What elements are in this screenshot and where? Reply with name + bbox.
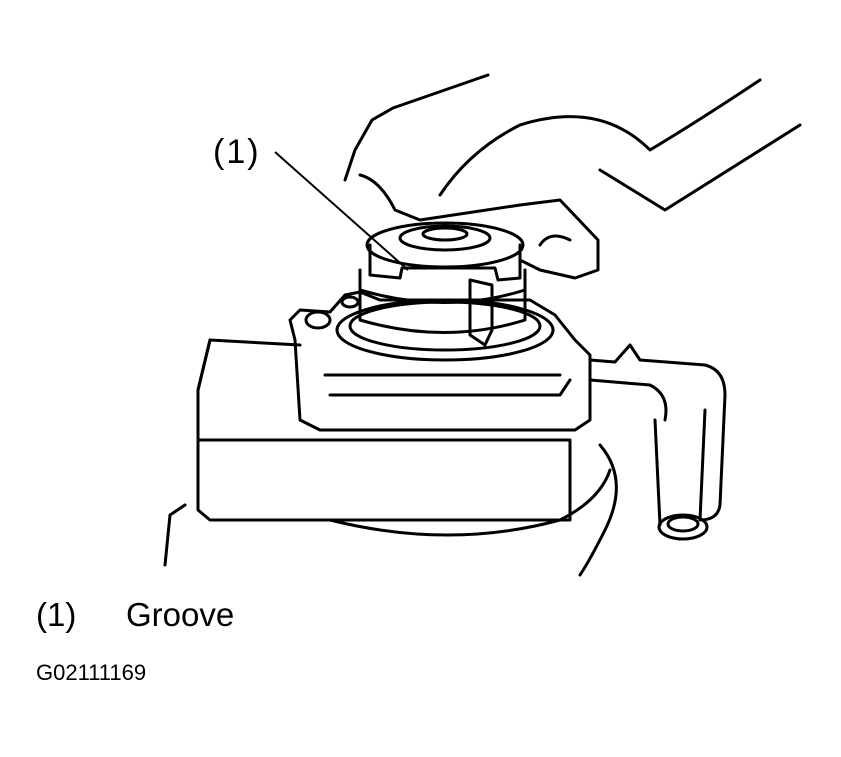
- pump-flange: [288, 290, 592, 432]
- callout-leader: [274, 151, 409, 271]
- hand: [343, 73, 802, 280]
- legend: (1) Groove: [36, 596, 234, 634]
- base-plate: [163, 443, 618, 577]
- cylinder-housing: [358, 268, 527, 334]
- assembly-diagram: [163, 73, 802, 577]
- callout-label: (1): [213, 133, 261, 171]
- figure-id: G02111169: [36, 660, 147, 685]
- legend-label: Groove: [126, 596, 235, 633]
- pipe-end: [657, 513, 709, 541]
- outlet-pipe: [588, 343, 727, 522]
- clip: [468, 278, 494, 347]
- legend-number: (1): [36, 596, 77, 633]
- mount-hole: [304, 310, 332, 330]
- gasket-ring: [335, 298, 555, 362]
